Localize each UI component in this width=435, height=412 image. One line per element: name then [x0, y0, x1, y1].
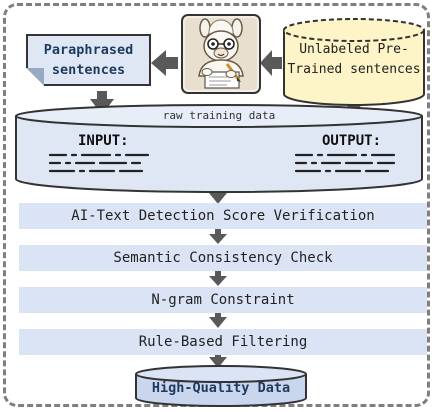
arrow-step-1 — [209, 229, 227, 244]
arrow-step-2 — [209, 271, 227, 286]
step-ai-text-detection: AI-Text Detection Score Verification — [19, 203, 427, 229]
unlabeled-line-2: Trained sentences — [287, 62, 421, 77]
paraphrased-sentences-box: Paraphrased sentences — [26, 34, 151, 86]
step-label-3: Rule-Based Filtering — [138, 334, 308, 350]
output-label: OUTPUT: — [322, 133, 382, 149]
input-lines-icon — [48, 153, 150, 173]
text-line-glyphs — [48, 153, 396, 173]
step-semantic-consistency: Semantic Consistency Check — [19, 245, 427, 271]
arrow-step-4 — [209, 354, 227, 368]
unlabeled-line-1: Unlabeled Pre- — [299, 42, 409, 57]
raw-data-label: raw training data — [162, 109, 276, 122]
arrow-step-3 — [209, 312, 227, 328]
arrow-unlabeled-to-llama — [260, 50, 282, 76]
raw-training-data-cylinder: raw training data INPUT: OUTPUT: — [14, 103, 424, 195]
llama-writing-icon — [181, 14, 261, 94]
high-quality-data-cylinder: High-Quality Data — [134, 364, 308, 408]
unlabeled-cylinder-shape — [283, 18, 425, 106]
input-label: INPUT: — [78, 133, 129, 149]
raw-cylinder-shape — [15, 104, 423, 193]
step-label-1: Semantic Consistency Check — [113, 250, 333, 266]
step-label-2: N-gram Constraint — [151, 292, 295, 308]
unlabeled-sentences-cylinder: Unlabeled Pre- Trained sentences — [281, 16, 427, 108]
high-quality-data-label: High-Quality Data — [151, 380, 291, 396]
output-lines-icon — [294, 153, 396, 173]
unlabeled-label: Unlabeled Pre- Trained sentences — [281, 40, 427, 80]
step-label-0: AI-Text Detection Score Verification — [71, 208, 375, 224]
step-rule-based-filtering: Rule-Based Filtering — [19, 329, 427, 355]
paraphrased-label: Paraphrased sentences — [43, 42, 134, 78]
hq-cylinder-shape — [135, 365, 307, 407]
step-ngram-constraint: N-gram Constraint — [19, 287, 427, 313]
arrow-llama-to-paraphrased — [151, 50, 178, 76]
